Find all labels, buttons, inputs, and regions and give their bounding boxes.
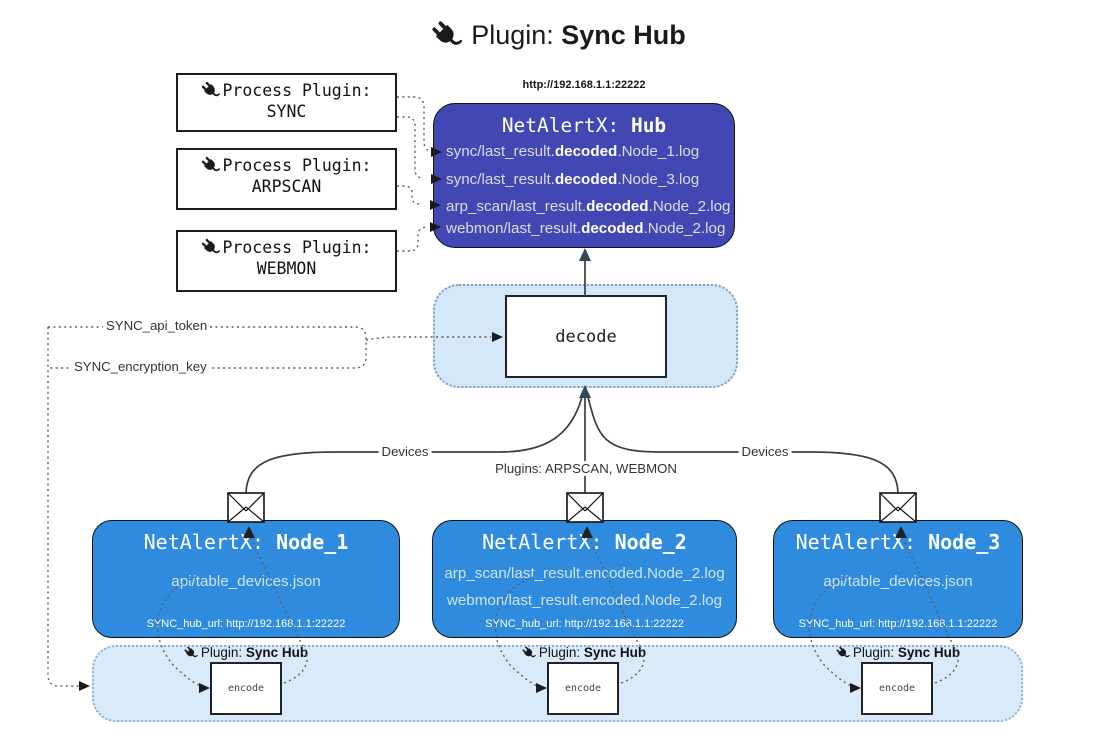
plug-icon [519, 643, 539, 663]
edge-label-devices-left: Devices [378, 444, 432, 459]
plug-icon [833, 643, 853, 663]
node-3: NetAlertX: Node_3 api/table_devices.json… [773, 520, 1023, 638]
process-plugin-webmon: Process Plugin: WEBMON [176, 230, 397, 292]
envelope-icon [879, 492, 917, 523]
encode-section-label: Plugin: Sync Hub [522, 645, 646, 660]
hub-log-line: arp_scan/last_result.decoded.Node_2.log [446, 198, 731, 215]
hub-title-bold: Hub [630, 114, 667, 137]
hub-node: NetAlertX: Hub sync/last_result.decoded.… [433, 103, 735, 248]
hub-title: NetAlertX: Hub [434, 114, 734, 137]
node-title: NetAlertX: Node_1 [143, 530, 349, 554]
plug-icon [181, 643, 201, 663]
page-title: Plugin: Sync Hub [0, 12, 1117, 58]
node-2: NetAlertX: Node_2 arp_scan/last_result.e… [432, 520, 737, 638]
hub-url-label: http://192.168.1.1:22222 [522, 79, 646, 91]
title-bold: Sync Hub [561, 19, 686, 50]
hub-log-line: sync/last_result.decoded.Node_1.log [446, 143, 700, 160]
encode-box: encode [210, 662, 282, 715]
edge-label-devices-right: Devices [738, 444, 792, 459]
process-plugin-sync: Process Plugin: SYNC [176, 73, 397, 132]
sync-encryption-key-label: SYNC_encryption_key [71, 359, 210, 374]
envelope-icon [227, 492, 265, 523]
decode-box: decode [505, 295, 667, 378]
node-1: NetAlertX: Node_1 api/table_devices.json… [92, 520, 400, 638]
process-plugin-label: Process Plugin: [222, 238, 372, 257]
encode-section-label: Plugin: Sync Hub [184, 645, 308, 660]
process-plugin-name: SYNC [266, 102, 307, 121]
hub-title-prefix: NetAlertX: [501, 114, 631, 137]
encode-box: encode [547, 662, 619, 715]
node-title: NetAlertX: Node_2 [482, 530, 687, 554]
encode-box: encode [861, 662, 933, 715]
hub-log-line: webmon/last_result.decoded.Node_2.log [446, 220, 726, 237]
process-plugin-name: WEBMON [256, 259, 317, 278]
process-plugin-arpscan: Process Plugin: ARPSCAN [176, 148, 397, 210]
process-plugin-label: Process Plugin: [222, 81, 372, 100]
node-hub-url: SYNC_hub_url: http://192.168.1.1:22222 [485, 618, 684, 630]
process-plugin-name: ARPSCAN [251, 177, 322, 196]
node-file: arp_scan/last_result.encoded.Node_2.log [444, 565, 725, 582]
plug-icon [425, 13, 469, 57]
edge-label-plugins: Plugins: ARPSCAN, WEBMON [492, 461, 680, 476]
node-file: webmon/last_result.encoded.Node_2.log [446, 592, 723, 609]
hub-log-line: sync/last_result.decoded.Node_3.log [446, 171, 700, 188]
node-file: api/table_devices.json [171, 573, 321, 590]
sync-api-token-label: SYNC_api_token [103, 318, 211, 333]
plug-icon [198, 152, 225, 179]
node-hub-url: SYNC_hub_url: http://192.168.1.1:22222 [798, 618, 998, 630]
envelope-icon [566, 492, 604, 523]
page-title-text: Plugin: Sync Hub [471, 20, 686, 51]
encode-section-label: Plugin: Sync Hub [836, 645, 960, 660]
node-title: NetAlertX: Node_3 [795, 530, 1001, 554]
process-plugin-label: Process Plugin: [222, 156, 372, 175]
title-prefix: Plugin: [471, 19, 562, 50]
plug-icon [198, 234, 225, 261]
plug-icon [198, 77, 225, 104]
node-hub-url: SYNC_hub_url: http://192.168.1.1:22222 [146, 618, 346, 630]
node-file: api/table_devices.json [823, 573, 973, 590]
